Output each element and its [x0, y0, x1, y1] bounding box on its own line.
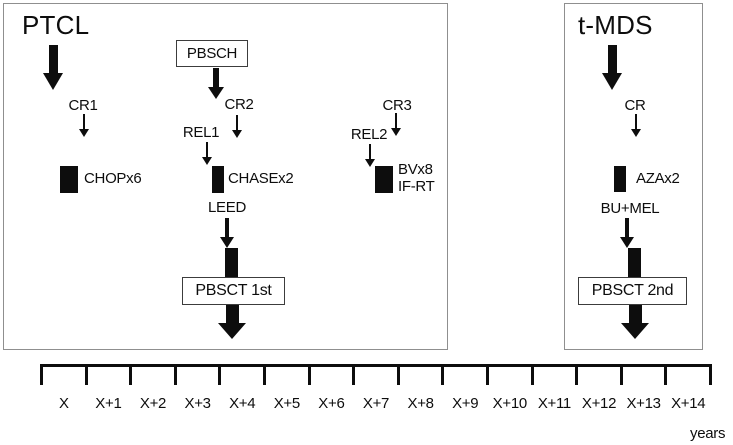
bumel-label: BU+MEL — [600, 200, 660, 217]
leed-down-arrow-icon — [220, 218, 234, 248]
timeline-tick — [575, 364, 579, 385]
chop-duration-bar — [60, 166, 78, 193]
cr2-label: CR2 — [224, 96, 254, 113]
bv-label-line2: IF-RT — [398, 178, 435, 195]
timeline-tick — [263, 364, 266, 385]
timeline-tick — [486, 364, 489, 385]
bumel-down-arrow-icon — [620, 218, 634, 248]
chase-label: CHASEx2 — [228, 170, 294, 187]
tmds-down-arrow-icon — [602, 45, 622, 90]
pbsct2-down-arrow-icon — [621, 303, 649, 339]
timeline-tick — [352, 364, 356, 385]
timeline-tick — [709, 364, 712, 385]
tmds-title: t-MDS — [578, 10, 653, 40]
cr3-down-arrow-icon — [391, 113, 401, 136]
timeline-label: X+14 — [671, 395, 706, 412]
rel1-down-arrow-icon — [202, 142, 212, 165]
leed-label: LEED — [208, 199, 246, 216]
ptcl-down-arrow-icon — [43, 45, 63, 90]
bv-label-line1: BVx8 — [398, 161, 433, 178]
pbsch-down-arrow-icon — [208, 68, 224, 99]
timeline-tick — [173, 364, 177, 385]
aza-label: AZAx2 — [636, 170, 680, 187]
rel1-label: REL1 — [182, 124, 220, 141]
timeline-tick — [619, 364, 623, 385]
aza-duration-bar — [614, 166, 626, 192]
pbsct1-down-arrow-icon — [218, 303, 246, 339]
timeline-label: X+8 — [407, 395, 434, 412]
pbsct-1st-box: PBSCT 1st — [182, 277, 285, 305]
rel2-down-arrow-icon — [365, 144, 375, 167]
timeline-label: X+10 — [492, 395, 528, 412]
rel2-label: REL2 — [350, 126, 388, 143]
ptcl-title: PTCL — [22, 10, 90, 40]
pbsct-2nd-box: PBSCT 2nd — [578, 277, 687, 305]
timeline-label: X+9 — [452, 395, 479, 412]
ptcl-panel — [3, 3, 448, 350]
timeline-label: X+12 — [581, 395, 617, 412]
chop-label: CHOPx6 — [84, 170, 142, 187]
pbsct1-inflow-bar — [225, 248, 238, 277]
timeline-label: X+13 — [626, 395, 661, 412]
timeline-tick — [664, 364, 668, 385]
timeline-label: X+3 — [184, 395, 211, 412]
cr3-label: CR3 — [382, 97, 412, 114]
tmds-panel — [564, 3, 703, 350]
cr2-down-arrow-icon — [232, 115, 242, 138]
timeline-label: X+2 — [139, 395, 167, 412]
timeline-label: X+1 — [95, 395, 122, 412]
cr1-label: CR1 — [68, 97, 98, 114]
cr-down-arrow-icon — [631, 114, 641, 137]
pbsct2-inflow-bar — [628, 248, 641, 277]
timeline-tick — [40, 364, 43, 385]
timeline-axis — [40, 364, 712, 367]
timeline-tick — [84, 364, 88, 385]
cr-label: CR — [624, 97, 646, 114]
timeline-tick — [530, 364, 534, 385]
timeline-tick — [129, 364, 133, 385]
timeline-label: X — [58, 395, 69, 412]
timeline-tick — [307, 364, 311, 385]
pbsch-box: PBSCH — [176, 40, 248, 67]
timeline-tick — [441, 364, 445, 385]
bv-duration-bar — [375, 166, 393, 193]
timeline-tick — [218, 364, 222, 385]
timeline-label: X+5 — [273, 395, 301, 412]
timeline-label: X+11 — [537, 395, 571, 412]
years-unit-label: years — [690, 425, 726, 442]
timeline-label: X+6 — [318, 395, 345, 412]
timeline-label: X+4 — [229, 395, 256, 412]
timeline-tick — [396, 364, 400, 385]
chase-duration-bar — [212, 166, 224, 193]
timeline-label: X+7 — [362, 395, 390, 412]
cr1-down-arrow-icon — [79, 114, 89, 137]
